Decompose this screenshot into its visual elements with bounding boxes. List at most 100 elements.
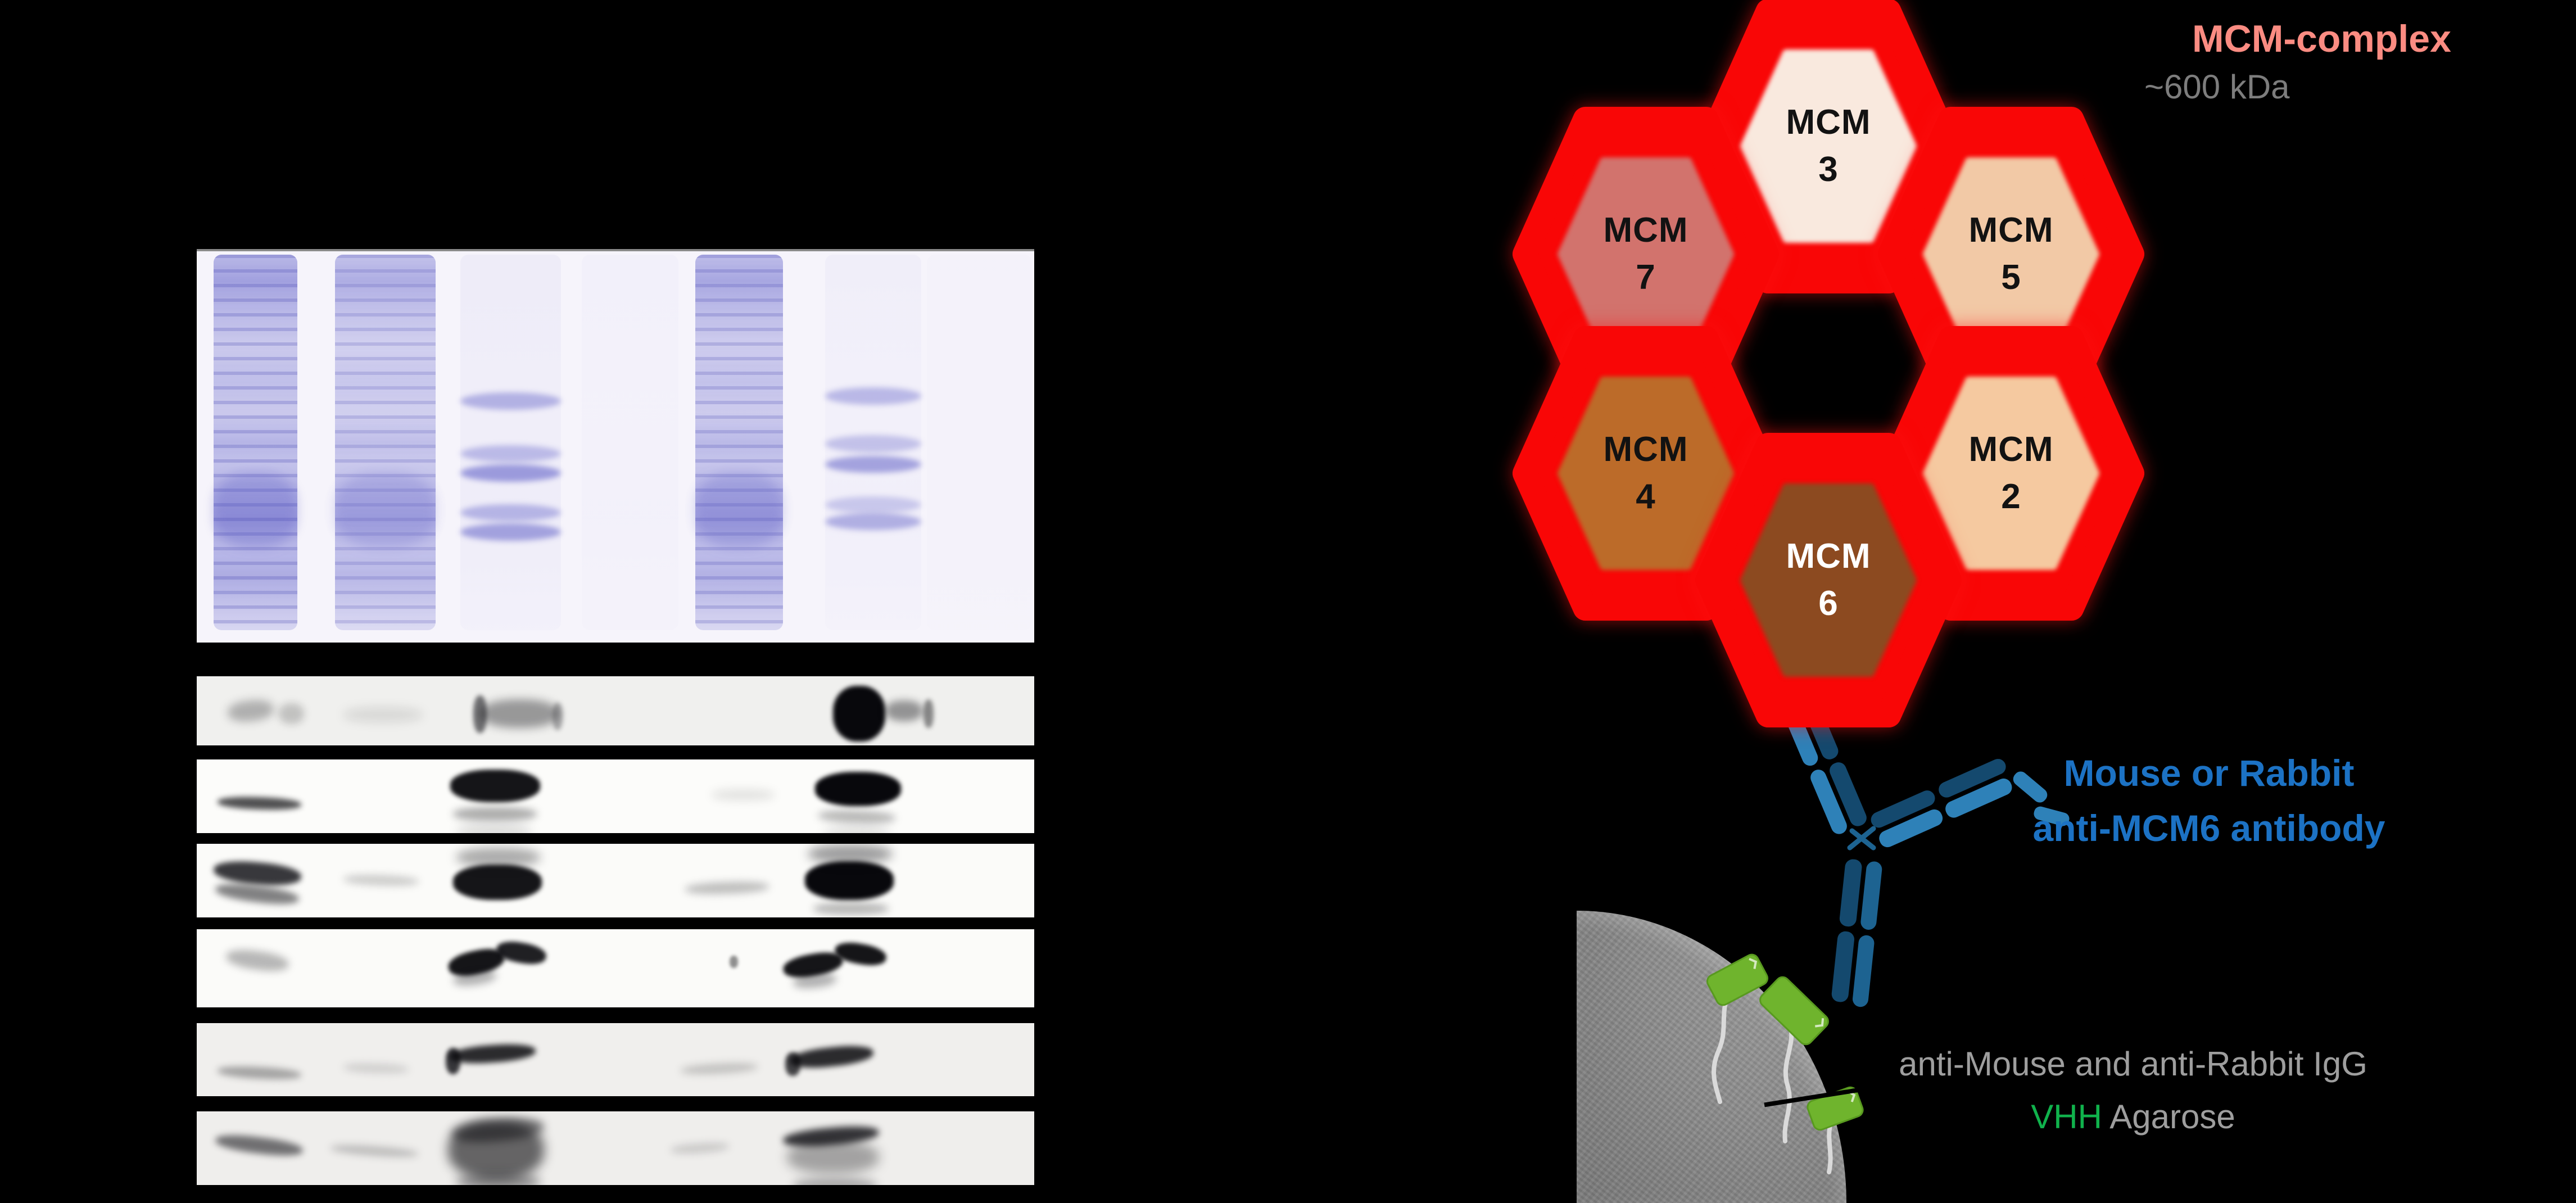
hexagon-label-line2: 5 bbox=[2001, 258, 2021, 297]
blot-band bbox=[495, 938, 549, 967]
mcm-hexagon-7: MCM 7 bbox=[1511, 105, 1781, 403]
gel-lane bbox=[213, 255, 297, 631]
vhh-agarose-label: anti-Mouse and anti-Rabbit IgG VHH Agaro… bbox=[1872, 1038, 2394, 1143]
hexagon-label-line2: 4 bbox=[1636, 477, 1656, 516]
hexagon-shape bbox=[1695, 0, 1962, 293]
agarose-text: Agarose bbox=[2102, 1098, 2235, 1136]
blot-band bbox=[833, 686, 885, 741]
blot-band bbox=[793, 1178, 877, 1185]
hexagon-fill bbox=[1740, 49, 1917, 243]
blot-band bbox=[343, 1062, 409, 1075]
hexagon-label: MCM 3 bbox=[1694, 0, 1963, 295]
blot-band bbox=[449, 1042, 537, 1066]
mcm-hexagon-3: MCM 3 bbox=[1694, 0, 1963, 295]
hexagon-label: MCM 2 bbox=[1876, 324, 2146, 622]
blot-band bbox=[456, 1174, 540, 1185]
hexagon-label-line1: MCM bbox=[1968, 430, 2054, 469]
hexagon-shape bbox=[1695, 433, 1962, 727]
blot-band bbox=[823, 827, 890, 833]
hexagon-fill bbox=[1740, 483, 1917, 677]
blot-band bbox=[217, 1065, 302, 1081]
gel-lane bbox=[334, 255, 436, 631]
gel-lane-dense-zone bbox=[334, 472, 436, 548]
vhh-tether bbox=[1782, 1022, 1794, 1143]
blot-band bbox=[212, 858, 302, 888]
vhh-notch bbox=[1749, 957, 1758, 969]
vhh-agarose-label-line2: VHH Agarose bbox=[1872, 1091, 2394, 1143]
blot-band bbox=[330, 1143, 419, 1159]
gel-lane-dense-zone bbox=[213, 472, 297, 548]
hexagon-label-line2: 6 bbox=[1818, 584, 1839, 623]
antibody-limb bbox=[1831, 859, 1882, 1007]
blot-band bbox=[923, 699, 934, 729]
blot-band bbox=[804, 861, 894, 900]
gel-lane-dense-zone bbox=[695, 472, 783, 548]
gel-band bbox=[825, 455, 921, 473]
coomassie-gel-image bbox=[197, 249, 1034, 643]
gel-band bbox=[460, 392, 562, 410]
blot-band bbox=[729, 956, 738, 969]
western-blot-strip bbox=[197, 844, 1034, 917]
vhh-tether bbox=[1827, 1119, 1833, 1174]
gel-band bbox=[460, 504, 562, 522]
gel-lane bbox=[460, 255, 562, 631]
hexagon-label-line2: 3 bbox=[1818, 150, 1839, 189]
vhh-highlight: VHH bbox=[2031, 1098, 2102, 1136]
gel-band bbox=[825, 496, 921, 514]
blot-band bbox=[808, 844, 892, 864]
molecular-weight-label: ~600 kDa bbox=[2144, 68, 2290, 106]
hexagon-label-line2: 2 bbox=[2001, 477, 2021, 516]
western-blot-strip bbox=[197, 676, 1034, 745]
mcm-hexagon-6: MCM 6 bbox=[1694, 431, 1963, 729]
vhh-notch bbox=[1815, 1018, 1825, 1028]
blot-band bbox=[456, 847, 540, 867]
blot-band bbox=[680, 1061, 758, 1076]
gel-band bbox=[825, 513, 921, 531]
hexagon-label-line1: MCM bbox=[1603, 211, 1688, 250]
hexagon-label: MCM 6 bbox=[1694, 431, 1963, 729]
vhh-domain bbox=[1706, 953, 1769, 1006]
antibody-label: Mouse or Rabbit anti-MCM6 antibody bbox=[2023, 745, 2394, 856]
antibody-limb bbox=[1871, 758, 2012, 848]
gel-band bbox=[825, 387, 921, 405]
hexagon-label-line1: MCM bbox=[1786, 103, 1871, 142]
hexagon-label-line1: MCM bbox=[1786, 537, 1871, 576]
blot-band bbox=[479, 699, 560, 729]
hexagon-label-line2: 7 bbox=[1636, 258, 1656, 297]
gel-lane bbox=[582, 255, 678, 631]
antibody-tip bbox=[2013, 771, 2048, 803]
blot-band bbox=[343, 707, 423, 723]
blot-band bbox=[685, 880, 769, 896]
blot-band bbox=[217, 795, 302, 812]
blot-band bbox=[227, 698, 275, 724]
vhh-agarose-label-line1: anti-Mouse and anti-Rabbit IgG bbox=[1899, 1045, 2367, 1083]
antibody-label-line2: anti-MCM6 antibody bbox=[2032, 807, 2385, 849]
blot-band bbox=[473, 695, 487, 734]
blot-band bbox=[452, 864, 542, 900]
blot-band bbox=[343, 874, 419, 887]
antibody-tip bbox=[2034, 806, 2070, 826]
blot-band bbox=[452, 807, 537, 821]
blot-band bbox=[456, 825, 532, 833]
blot-band bbox=[818, 809, 896, 825]
blot-band bbox=[789, 1043, 875, 1071]
hexagon-fill bbox=[1923, 377, 2099, 570]
blot-band bbox=[225, 947, 290, 974]
blot-band bbox=[813, 902, 889, 915]
western-blot-strip bbox=[197, 929, 1034, 1007]
hexagon-fill bbox=[1558, 377, 1734, 570]
antibody-hinge bbox=[1847, 826, 1876, 851]
blot-band bbox=[712, 789, 775, 801]
blot-band bbox=[214, 1132, 304, 1159]
gel-band bbox=[460, 464, 562, 482]
western-blot-strip bbox=[197, 1023, 1034, 1096]
gel-lane bbox=[825, 255, 921, 631]
gel-lane bbox=[927, 255, 1032, 631]
mcm-complex-title: MCM-complex bbox=[2192, 17, 2451, 60]
western-blot-strip bbox=[197, 759, 1034, 833]
gel-band bbox=[460, 523, 562, 541]
